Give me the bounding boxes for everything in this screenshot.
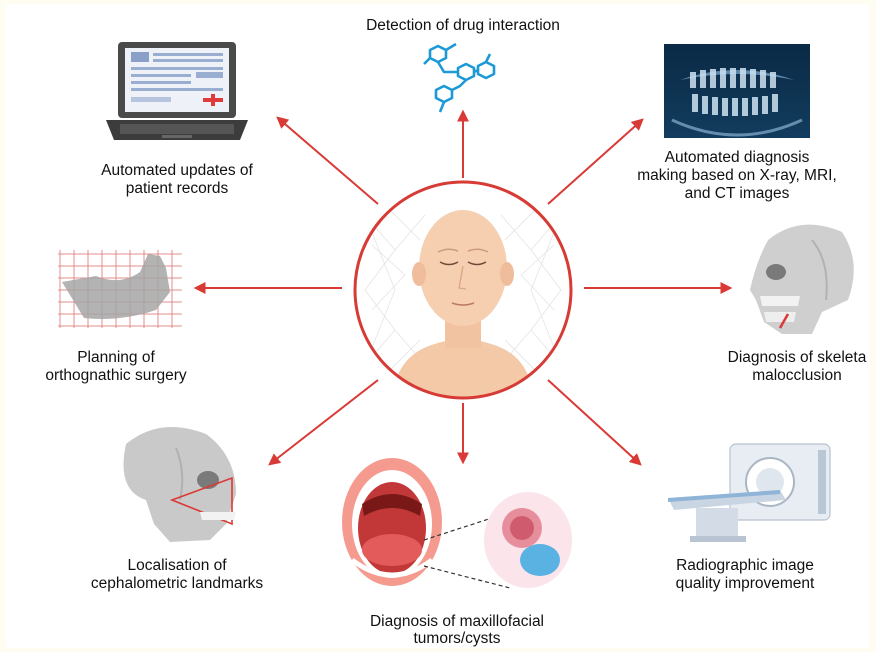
arrow-cephalometric [268, 379, 379, 466]
skull-landmarks-icon [123, 426, 236, 542]
label-tumors-line1: Diagnosis of maxillofacial [370, 613, 544, 630]
ct-scanner-icon [668, 443, 831, 542]
label-cephalometric-line1: Localisation of [127, 557, 227, 574]
label-drug-line1: Detection of drug interaction [366, 17, 560, 34]
arrows [193, 109, 733, 466]
label-xray-line3: and CT images [685, 185, 790, 202]
arrow-radiographic [547, 379, 642, 466]
labels: Detection of drug interaction Automated … [45, 17, 866, 647]
label-cephalometric-line2: cephalometric landmarks [91, 575, 264, 592]
label-tumors-line2: tumors/cysts [414, 630, 501, 647]
skull-profile-icon [750, 224, 854, 334]
arrow-xray [547, 118, 644, 205]
label-radiographic-line1: Radiographic image [676, 557, 814, 574]
label-records-line1: Automated updates of [101, 162, 253, 179]
molecule-icon [423, 42, 496, 113]
open-mouth-cyst-icon [342, 458, 572, 589]
label-malocclusion-line1: Diagnosis of skeleta [728, 349, 867, 366]
label-records-line2: patient records [126, 180, 229, 197]
label-orthognathic-line1: Planning of [77, 349, 155, 366]
arrow-records [276, 116, 379, 205]
label-malocclusion-line2: malocclusion [752, 367, 842, 384]
label-radiographic-line2: quality improvement [676, 575, 815, 592]
label-xray-line2: making based on X-ray, MRI, [637, 167, 837, 184]
jaw-grid-icon [58, 250, 182, 328]
label-orthognathic-line2: orthognathic surgery [45, 367, 187, 384]
person-head-neural-network-icon [353, 180, 573, 400]
panoramic-dental-xray-icon [664, 44, 810, 138]
laptop-patient-record-icon [106, 42, 248, 140]
label-xray-line1: Automated diagnosis [665, 149, 810, 166]
